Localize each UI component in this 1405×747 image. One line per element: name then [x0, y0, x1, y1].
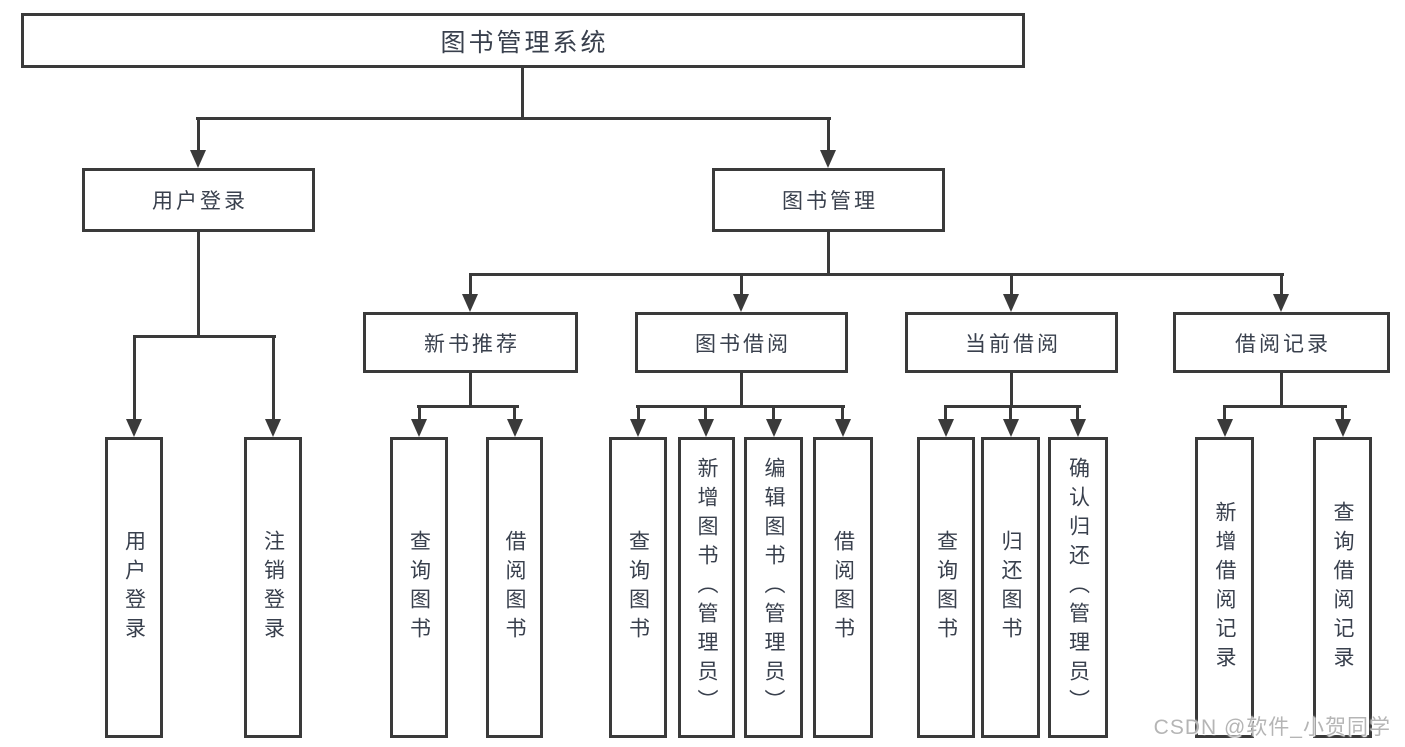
node-label: 确认归还（管理员）: [1066, 457, 1090, 718]
csdn-watermark: CSDN @软件_小贺同学: [1153, 716, 1391, 739]
leaf-logout: 注销登录: [244, 437, 302, 738]
connector-line: [469, 273, 472, 296]
node-label: 查询图书: [407, 529, 431, 646]
connector-line: [636, 405, 845, 408]
connector-line: [469, 373, 472, 408]
connector-line: [944, 405, 947, 421]
connector-line: [841, 405, 844, 421]
connector-line: [1010, 273, 1013, 296]
connector-line: [196, 117, 831, 120]
node-root-library-system: 图书管理系统: [21, 13, 1025, 68]
leaf-add-borrow-record: 新增借阅记录: [1195, 437, 1254, 738]
arrow-down-icon: [1335, 419, 1351, 437]
arrow-down-icon: [630, 419, 646, 437]
leaf-current-query-books: 查询图书: [917, 437, 975, 738]
leaf-confirm-return-admin: 确认归还（管理员）: [1048, 437, 1108, 738]
leaf-add-books-admin: 新增图书（管理员）: [678, 437, 735, 738]
connector-line: [704, 405, 707, 421]
leaf-query-borrow-record: 查询借阅记录: [1313, 437, 1372, 738]
leaf-recommend-query-books: 查询图书: [390, 437, 448, 738]
arrow-down-icon: [1217, 419, 1233, 437]
connector-line: [1280, 273, 1283, 296]
node-label: 用户登录: [152, 190, 248, 213]
arrow-down-icon: [265, 419, 281, 437]
node-label: 图书管理: [782, 190, 878, 213]
connector-line: [521, 68, 524, 118]
connector-line: [1223, 405, 1226, 421]
arrow-down-icon: [507, 419, 523, 437]
node-label: 当前借阅: [965, 332, 1061, 356]
arrow-down-icon: [733, 294, 749, 312]
arrow-down-icon: [190, 150, 206, 168]
connector-line: [740, 273, 743, 296]
node-label: 查询图书: [934, 529, 958, 646]
connector-line: [1009, 405, 1012, 421]
arrow-down-icon: [698, 419, 714, 437]
arrow-down-icon: [1273, 294, 1289, 312]
connector-line: [1076, 405, 1079, 421]
node-label: 新增图书（管理员）: [695, 457, 718, 718]
connector-line: [417, 405, 519, 408]
node-user-login: 用户登录: [82, 168, 315, 232]
leaf-return-books: 归还图书: [981, 437, 1040, 738]
connector-line: [1010, 373, 1013, 408]
node-label: 新增借阅记录: [1213, 500, 1236, 675]
connector-line: [513, 405, 516, 421]
node-label: 图书借阅: [695, 332, 791, 356]
arrow-down-icon: [835, 419, 851, 437]
arrow-down-icon: [126, 419, 142, 437]
node-label: 查询图书: [626, 529, 650, 646]
node-label: 查询借阅记录: [1331, 500, 1354, 675]
node-borrow-records: 借阅记录: [1173, 312, 1390, 373]
connector-line: [1280, 373, 1283, 408]
arrow-down-icon: [1003, 294, 1019, 312]
connector-line: [133, 335, 276, 338]
node-label: 借阅记录: [1235, 332, 1331, 356]
arrow-down-icon: [820, 150, 836, 168]
arrow-down-icon: [938, 419, 954, 437]
node-label: 用户登录: [122, 529, 146, 646]
connector-line: [740, 373, 743, 408]
node-label: 新书推荐: [424, 332, 520, 356]
connector-line: [272, 335, 275, 421]
arrow-down-icon: [411, 419, 427, 437]
arrow-down-icon: [1070, 419, 1086, 437]
arrow-down-icon: [766, 419, 782, 437]
leaf-borrowing-borrow-books: 借阅图书: [813, 437, 873, 738]
node-new-book-recommend: 新书推荐: [363, 312, 578, 373]
connector-line: [772, 405, 775, 421]
node-book-borrowing: 图书借阅: [635, 312, 848, 373]
node-label: 注销登录: [261, 529, 285, 646]
leaf-edit-books-admin: 编辑图书（管理员）: [744, 437, 803, 738]
connector-line: [197, 117, 200, 152]
connector-line: [469, 273, 1284, 276]
leaf-user-login: 用户登录: [105, 437, 163, 738]
leaf-recommend-borrow-books: 借阅图书: [486, 437, 543, 738]
node-label: 借阅图书: [831, 529, 855, 646]
node-label: 图书管理系统: [440, 28, 609, 57]
connector-line: [827, 232, 830, 275]
connector-line: [944, 405, 1081, 408]
node-label: 编辑图书（管理员）: [762, 457, 785, 718]
arrow-down-icon: [462, 294, 478, 312]
connector-line: [637, 405, 640, 421]
connector-line: [1341, 405, 1344, 421]
connector-line: [1223, 405, 1347, 408]
connector-line: [418, 405, 421, 421]
arrow-down-icon: [1003, 419, 1019, 437]
node-label: 借阅图书: [503, 529, 526, 646]
node-current-borrowing: 当前借阅: [905, 312, 1118, 373]
connector-line: [827, 117, 830, 152]
node-label: 归还图书: [999, 529, 1022, 646]
node-book-management: 图书管理: [712, 168, 945, 232]
leaf-borrowing-query-books: 查询图书: [609, 437, 667, 738]
connector-line: [197, 232, 200, 337]
connector-line: [133, 335, 136, 421]
